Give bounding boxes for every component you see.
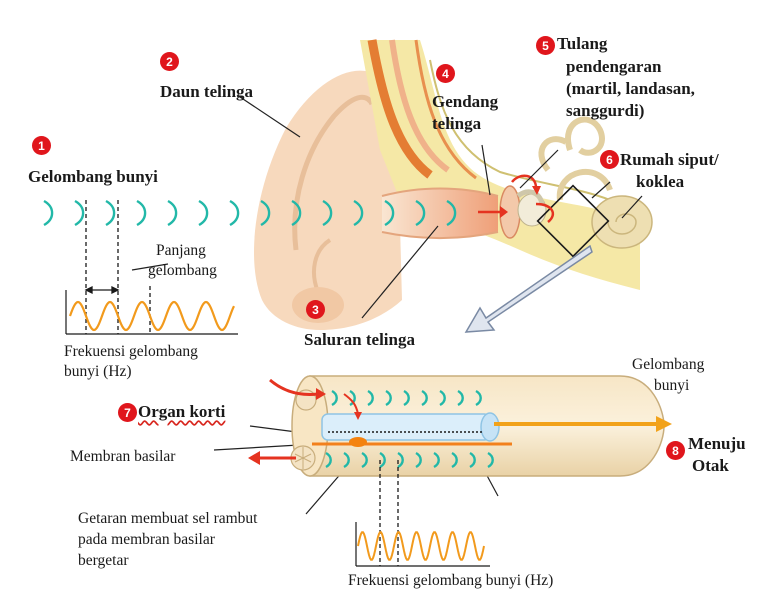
tube-wave-arc-top — [349, 389, 356, 407]
frequency-graph-bottom — [355, 522, 490, 567]
label-menuju: Menuju — [688, 434, 746, 453]
label-organ-korti: Organ korti — [138, 402, 226, 421]
label-rumah-siput-2: koklea — [636, 172, 685, 191]
sound-wave-arc — [229, 199, 240, 227]
temporal-bone — [360, 39, 640, 290]
badge-7: 7 — [118, 403, 137, 422]
tube-wave-arc-bottom — [361, 451, 368, 469]
label-gelombang-bunyi: Gelombang bunyi — [28, 167, 158, 186]
tube-wave-arc-top — [421, 389, 428, 407]
label-gelombang-bunyi-2b: bunyi — [654, 377, 690, 394]
label-otak: Otak — [692, 456, 729, 475]
tube-wave-arc-top — [385, 389, 392, 407]
tube-wave-arc-bottom — [487, 451, 494, 469]
frequency-graph-top — [65, 290, 238, 335]
tube-wave-arc-bottom — [415, 451, 422, 469]
inner-ear — [536, 116, 653, 258]
tube-wave-arc-top — [475, 389, 482, 407]
label-tulang-3: (martil, landasan, — [566, 79, 695, 98]
label-getaran-1: Getaran membuat sel rambut — [78, 510, 258, 527]
badge-1: 1 — [32, 136, 51, 155]
tube-wave-arc-top — [457, 389, 464, 407]
label-gendang-2: telinga — [432, 114, 482, 133]
label-tulang-2: pendengaran — [566, 57, 662, 76]
tube-wave-arc-top — [403, 389, 410, 407]
tube-wave-arc-bottom — [469, 451, 476, 469]
label-gelombang-bunyi-2a: Gelombang — [632, 356, 705, 373]
label-frekuensi-bottom: Frekuensi gelombang bunyi (Hz) — [348, 572, 554, 589]
label-panjang-2: gelombang — [148, 262, 217, 279]
label-saluran-telinga: Saluran telinga — [304, 330, 415, 349]
cochlea-tube — [290, 375, 665, 477]
pinna — [254, 70, 402, 331]
canal-arrow — [478, 174, 555, 223]
tube-wave-arc-top — [331, 389, 338, 407]
label-panjang-1: Panjang — [156, 242, 206, 259]
sound-wave-arc — [260, 199, 271, 227]
frequency-marks-bottom — [379, 460, 399, 566]
sound-wave-arc — [136, 199, 147, 227]
badge-4: 4 — [436, 64, 455, 83]
label-daun-telinga: Daun telinga — [160, 82, 254, 101]
badge-8: 8 — [666, 441, 685, 460]
tube-waves — [325, 389, 494, 469]
tube-wave-arc-bottom — [397, 451, 404, 469]
tube-arrows — [248, 378, 672, 465]
badge-3: 3 — [306, 300, 325, 319]
sound-wave-arc — [167, 199, 178, 227]
sound-wave-arc — [446, 199, 457, 227]
tube-wave-arc-bottom — [451, 451, 458, 469]
label-getaran-2: pada membran basilar — [78, 531, 215, 548]
badge-5: 5 — [536, 36, 555, 55]
sound-wave-arc — [198, 199, 209, 227]
label-frekuensi-1: Frekuensi gelombang — [64, 343, 198, 360]
sound-wave-arc — [105, 199, 116, 227]
sound-wave-arc — [322, 199, 333, 227]
sound-wave-arc — [353, 199, 364, 227]
wavelength-marks — [84, 200, 151, 334]
sound-wave-arc — [415, 199, 426, 227]
badge-2: 2 — [160, 52, 179, 71]
tube-wave-arc-top — [367, 389, 374, 407]
badge-6: 6 — [600, 150, 619, 169]
label-tulang-4: sanggurdi) — [566, 101, 645, 120]
tube-wave-arc-bottom — [325, 451, 332, 469]
sound-wave-arc — [74, 199, 85, 227]
label-gendang-1: Gendang — [432, 92, 499, 111]
label-tulang-1: Tulang — [557, 34, 608, 53]
ear-canal — [381, 187, 499, 239]
label-membran-basilar: Membran basilar — [70, 448, 176, 465]
tube-wave-arc-bottom — [343, 451, 350, 469]
sound-wave-arc — [384, 199, 395, 227]
sound-wave-arc — [43, 199, 54, 227]
label-frekuensi-2: bunyi (Hz) — [64, 363, 132, 380]
zoom-arrow — [464, 244, 593, 333]
label-rumah-siput-1: Rumah siput/ — [620, 150, 719, 169]
sound-waves — [43, 199, 457, 227]
middle-ear — [499, 185, 547, 239]
tube-wave-arc-bottom — [379, 451, 386, 469]
tube-wave-arc-bottom — [433, 451, 440, 469]
sound-wave-arc — [291, 199, 302, 227]
tube-wave-arc-top — [439, 389, 446, 407]
label-getaran-3: bergetar — [78, 552, 129, 569]
